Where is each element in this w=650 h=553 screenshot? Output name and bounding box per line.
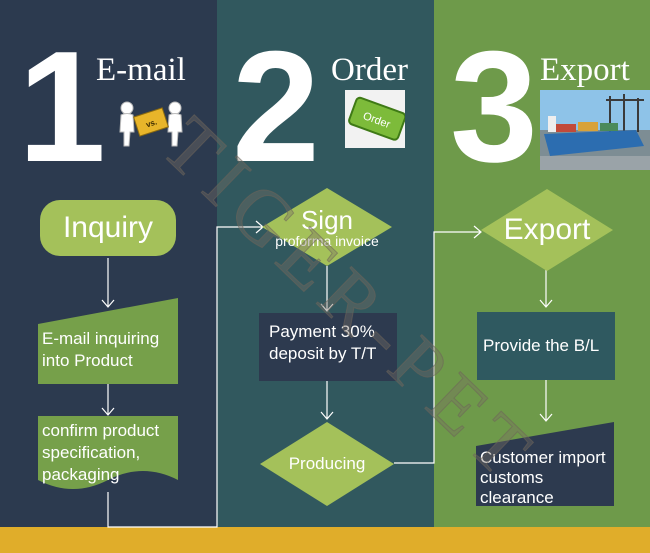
inquiry-label: Inquiry — [62, 211, 154, 244]
email-inquiring-shape — [38, 298, 178, 384]
order-key-icon: Order — [345, 90, 407, 148]
email-card-label: vs. — [145, 117, 158, 129]
order-key-image: Order — [345, 90, 407, 148]
customs-text: Customer import customs clearance — [480, 448, 606, 507]
cargo-ship-icon — [540, 90, 650, 170]
payment-text: Payment 30% deposit by T/T — [269, 322, 377, 363]
sign-diamond — [262, 188, 392, 266]
confirm-text: confirm product specification, packaging — [42, 421, 160, 484]
bl-text: Provide the B/L — [483, 336, 600, 355]
export-label: Export — [503, 213, 591, 246]
bl-box: Provide the B/L — [477, 312, 615, 380]
export-diamond — [481, 189, 613, 271]
payment-box: Payment 30% deposit by T/T — [259, 313, 397, 381]
customs-shape — [476, 422, 614, 506]
proforma-label: proforma invoice — [275, 233, 379, 249]
step-title-email: E-mail — [96, 52, 186, 88]
step-title-export: Export — [540, 52, 630, 88]
bottom-bar — [0, 527, 650, 553]
step-number-3: 3 — [450, 19, 538, 195]
step-number-2: 2 — [232, 19, 320, 195]
producing-label: Producing — [288, 454, 366, 473]
email-inquiring-text: E-mail inquiring into Product — [42, 329, 160, 370]
step-title-order: Order — [331, 52, 408, 88]
cargo-ship-image — [540, 90, 650, 170]
email-people-icon: vs. — [119, 101, 183, 147]
producing-diamond — [260, 422, 394, 506]
inquiry-box: Inquiry — [40, 200, 176, 256]
step-number-1: 1 — [18, 19, 106, 195]
sign-label: Sign — [300, 205, 354, 235]
confirm-shape — [38, 416, 178, 489]
